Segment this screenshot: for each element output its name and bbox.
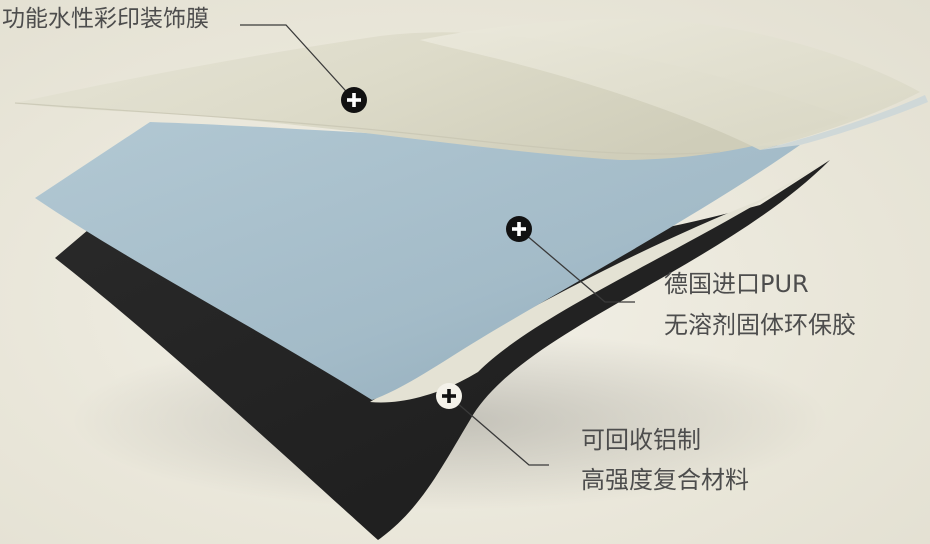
base-label-line1: 可回收铝制 xyxy=(581,426,701,454)
callout-line-base xyxy=(448,395,549,466)
base-label-line2: 高强度复合材料 xyxy=(581,466,749,494)
decor-film-edge xyxy=(14,102,721,155)
plus-marker-adhesive[interactable] xyxy=(506,216,532,242)
plus-marker-decor-film[interactable] xyxy=(341,87,367,113)
adhesive-label-line1: 德国进口PUR xyxy=(664,270,809,298)
decor-film-curl xyxy=(420,19,920,151)
decor-film-label: 功能水性彩印装饰膜 xyxy=(2,6,209,32)
callout-line-adhesive xyxy=(518,228,635,303)
base-layer-edge-highlight xyxy=(370,158,832,403)
adhesive-layer-shape xyxy=(35,122,800,400)
plus-marker-base[interactable] xyxy=(436,383,462,409)
callout-line-decor-film xyxy=(240,24,355,101)
adhesive-label-line2: 无溶剂固体环保胶 xyxy=(664,311,856,339)
